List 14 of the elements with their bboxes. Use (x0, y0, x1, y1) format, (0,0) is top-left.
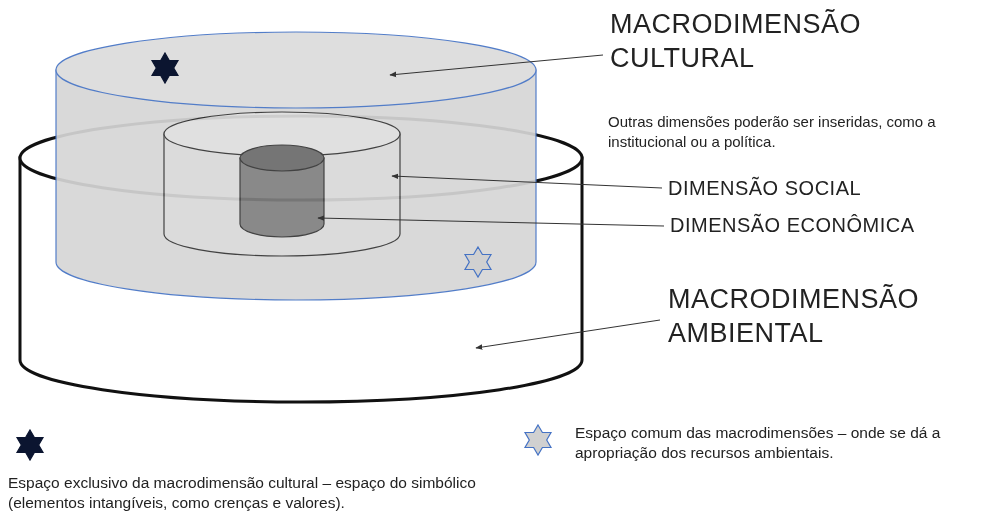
note-text: Outras dimensões poderão ser inseridas, como a institucional ou a política. (608, 112, 937, 151)
legend-text: Espaço exclusivo da macrodimensão cultural – espaço do simbólico (elementos intangíveis, como crenças e valores). (8, 473, 477, 514)
economic-cylinder (239, 144, 325, 238)
leader-line (389, 54, 604, 78)
dimension-label: DIMENSÃO SOCIAL (668, 176, 968, 201)
dimension-label: DIMENSÃO ECONÔMICA (670, 213, 970, 238)
legend-text: Espaço comum das macrodimensões – onde se dá a apropriação dos recursos ambientais. (575, 423, 942, 464)
leader-line (391, 173, 663, 189)
heading-label: MACRODIMENSÃO CULTURAL (610, 8, 900, 76)
leader-line (475, 319, 661, 350)
cultural-cylinder (55, 31, 537, 301)
heading-label: MACRODIMENSÃO AMBIENTAL (668, 283, 968, 351)
social-cylinder (163, 111, 401, 257)
leader-line (317, 215, 665, 227)
